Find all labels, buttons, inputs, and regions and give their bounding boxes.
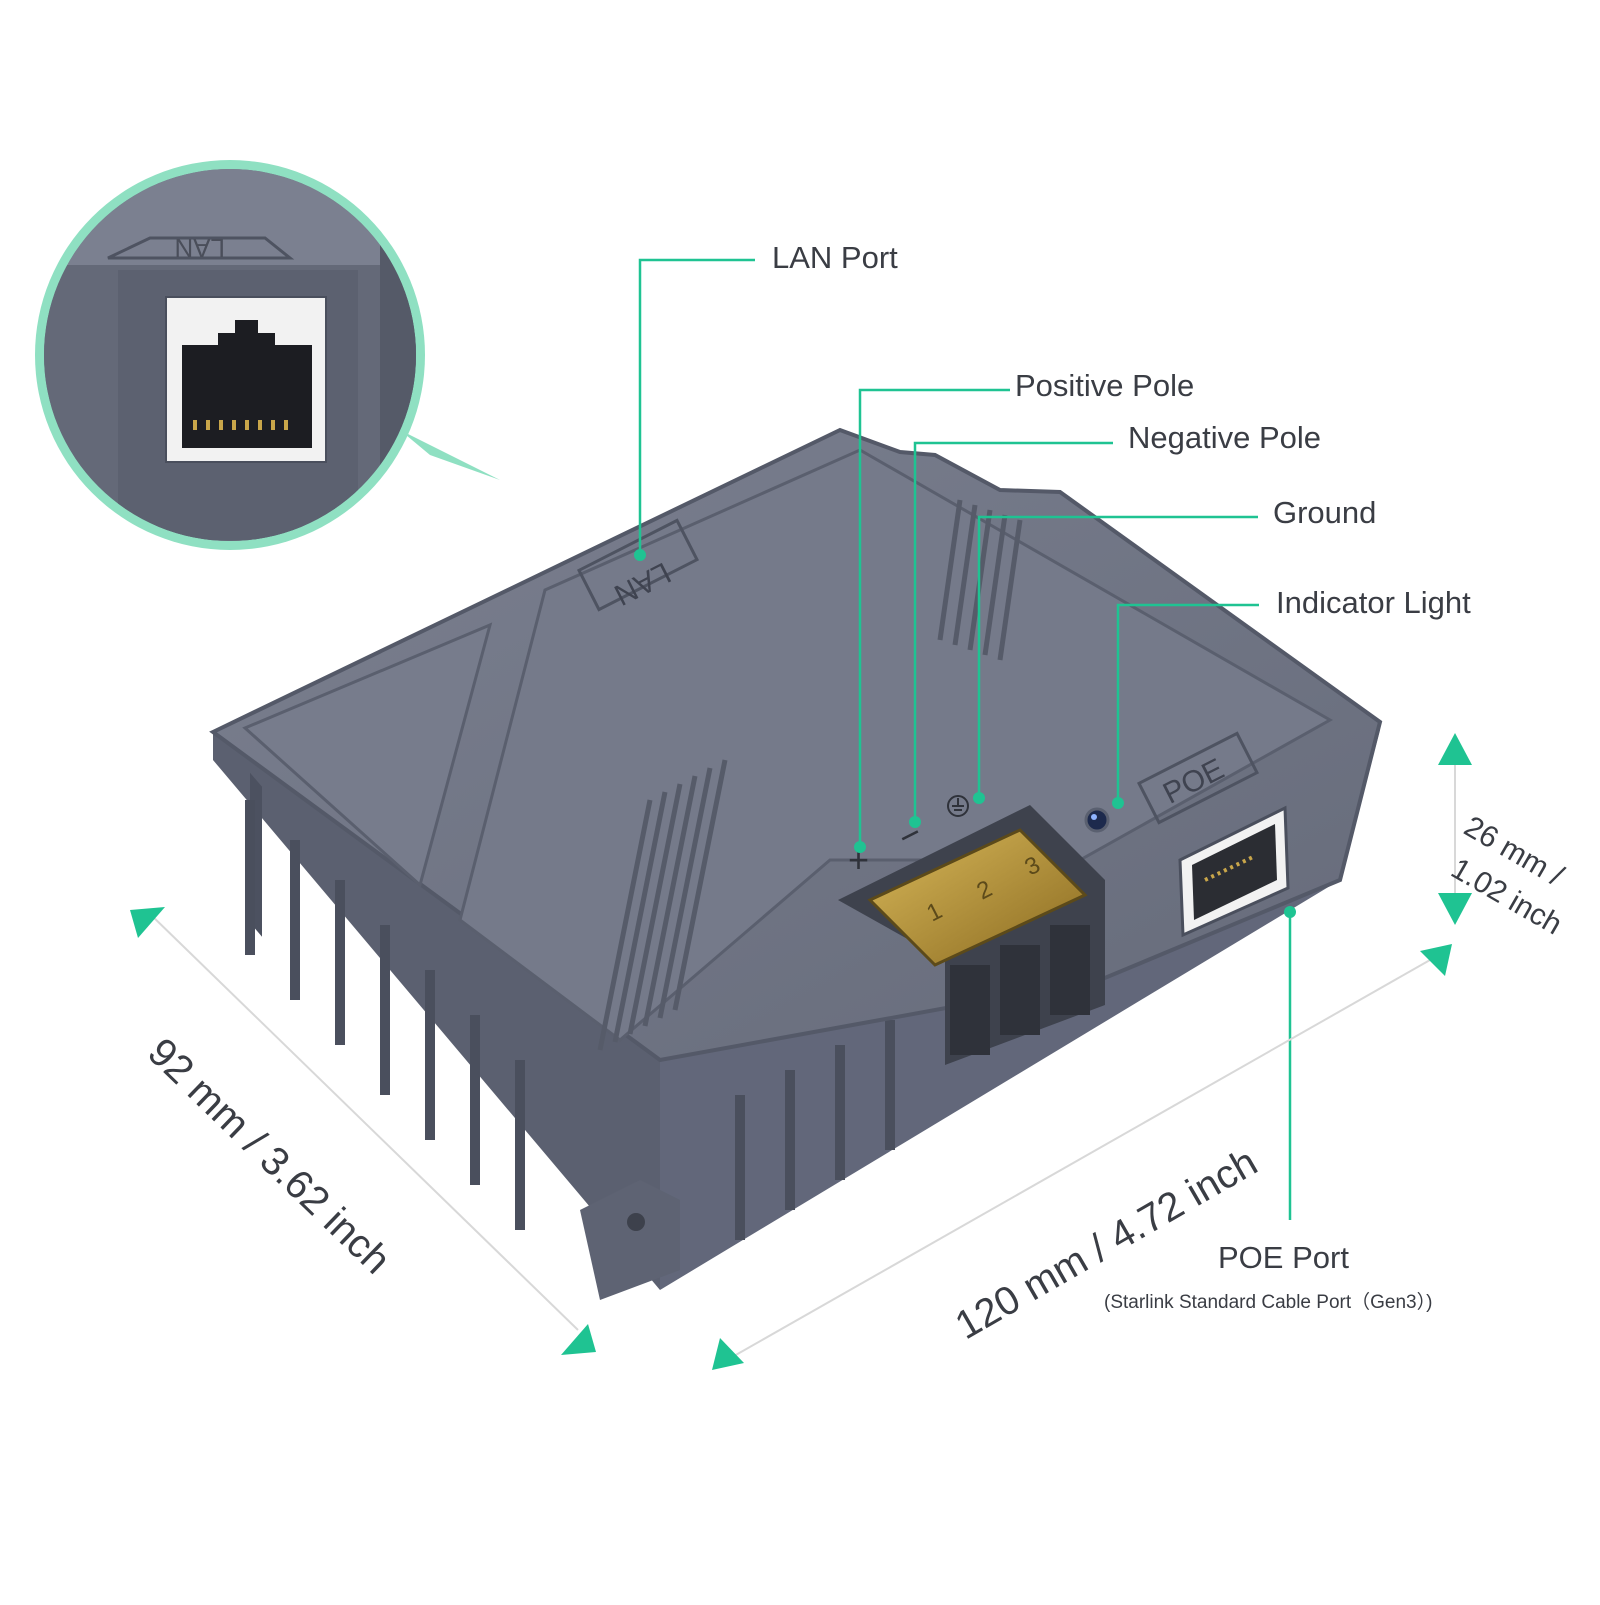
arrow-width-right: [1420, 944, 1452, 976]
leader-dots: [634, 549, 1296, 918]
leader-negative-pole: [913, 441, 1113, 822]
dimension-lines: [147, 760, 1456, 1357]
dimension-arrows: [130, 733, 1472, 1370]
label-indicator-light: Indicator Light: [1276, 585, 1471, 620]
label-positive-pole: Positive Pole: [1015, 368, 1195, 403]
top-grooves: [597, 499, 1023, 1051]
ground-symbol-icon: [947, 795, 969, 817]
leader-ground: [977, 515, 1258, 798]
label-poe-port: POE Port: [1218, 1240, 1349, 1275]
indicator-light: [1084, 807, 1110, 833]
poe-rj45-port: [1178, 805, 1290, 938]
label-lan-port: LAN Port: [772, 240, 898, 275]
leader-lines: [638, 258, 1292, 1220]
mounting-tab: [580, 1180, 680, 1300]
leader-positive-pole: [858, 388, 1010, 847]
label-poe-port-note: (Starlink Standard Cable Port（Gen3）): [1104, 1292, 1433, 1313]
arrow-depth-bottom: [561, 1324, 596, 1355]
lan-marking-box: [576, 518, 700, 612]
label-ground: Ground: [1273, 495, 1377, 530]
zoom-callout: [35, 160, 500, 550]
poe-marking-box: [1136, 731, 1260, 825]
arrow-depth-top: [130, 907, 165, 938]
arrow-width-left: [712, 1338, 744, 1370]
leader-lan-port: [638, 258, 755, 555]
device-left-side: [213, 732, 660, 1290]
zoom-rj45-socket: [182, 320, 312, 448]
mounting-hole: [627, 1213, 645, 1231]
label-negative-pole: Negative Pole: [1128, 420, 1322, 455]
terminal-block: [838, 805, 1105, 1065]
zoom-lan-marking: LAN: [174, 233, 225, 263]
arrow-height-bottom: [1438, 893, 1472, 925]
callout-pointer: [400, 430, 500, 480]
top-panel-left: [242, 622, 493, 888]
fin-lines: [245, 800, 895, 1240]
arrow-height-top: [1438, 733, 1472, 765]
leader-indicator: [1116, 603, 1259, 803]
